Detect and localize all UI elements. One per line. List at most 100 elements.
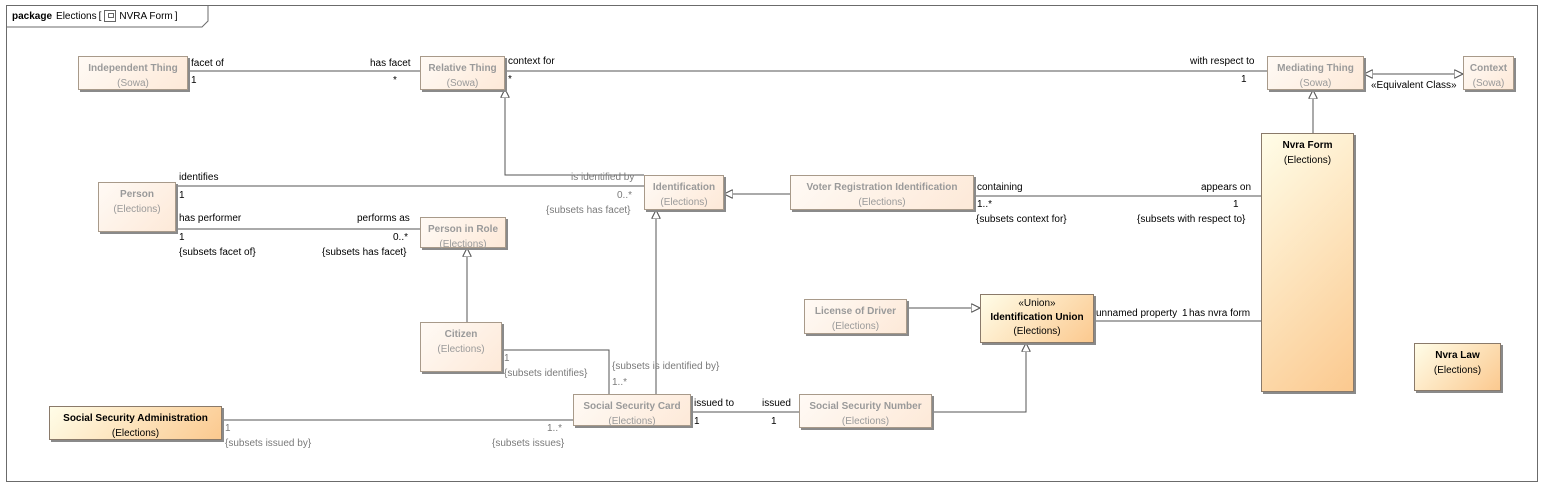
role-has-performer: has performer — [179, 213, 242, 224]
package-name: Elections — [56, 10, 97, 22]
class-package: (Elections) — [1433, 365, 1482, 376]
mult-issued-to: 1 — [694, 416, 700, 427]
class-context[interactable]: Context (Sowa) — [1463, 56, 1514, 90]
mult-containing: 1..* — [977, 199, 993, 210]
mult-is-identified-by: 0..* — [617, 190, 633, 201]
class-package: (Elections) — [608, 416, 656, 427]
class-package: (Sowa) — [446, 78, 479, 89]
mult-ssa: 1 — [225, 423, 231, 434]
class-package: (Sowa) — [1299, 78, 1332, 89]
mult-context-for: * — [508, 74, 512, 85]
mult-identifies: 1 — [179, 190, 185, 201]
class-relative-thing[interactable]: Relative Thing (Sowa) — [420, 56, 505, 90]
role-facet-of: facet of — [191, 58, 224, 69]
class-package: (Elections) — [1283, 155, 1332, 166]
equivalent-class-label: «Equivalent Class» — [1371, 80, 1457, 91]
class-package: (Elections) — [831, 321, 880, 332]
role-performs-as: performs as — [357, 213, 410, 224]
class-mediating-thing[interactable]: Mediating Thing (Sowa) — [1267, 56, 1364, 90]
role-issued-to: issued to — [694, 398, 735, 409]
mult-appears-on: 1 — [1233, 199, 1239, 210]
constraint-subsets-has-facet-2: {subsets has facet} — [322, 247, 407, 258]
role-appears-on: appears on — [1201, 182, 1252, 193]
class-name: Citizen — [444, 329, 478, 340]
class-package: (Elections) — [858, 197, 906, 208]
class-package: (Elections) — [437, 344, 485, 355]
constraint-subsets-has-facet-1: {subsets has facet} — [546, 205, 631, 216]
class-name: Nvra Form — [1282, 140, 1333, 151]
package-frame — [6, 5, 1538, 482]
class-name: Identification — [652, 182, 716, 193]
constraint-subsets-context-for: {subsets context for} — [976, 214, 1067, 225]
constraint-subsets-issues: {subsets issues} — [492, 438, 565, 449]
assoc-citizen-card — [502, 349, 610, 394]
class-stereotype: «Union» — [1018, 298, 1056, 309]
package-keyword: package — [12, 10, 53, 22]
diagram-name: NVRA Form — [119, 10, 173, 22]
class-package: (Elections) — [841, 416, 890, 427]
constraint-subsets-identifies: {subsets identifies} — [504, 368, 588, 379]
gen-ssn-union — [932, 343, 1026, 413]
mult-issues: 1..* — [547, 423, 563, 434]
class-nvra-law[interactable]: Nvra Law (Elections) — [1414, 343, 1501, 391]
class-name: Social Security Card — [583, 401, 681, 412]
class-name: Identification Union — [990, 312, 1084, 323]
class-package: (Elections) — [1013, 326, 1061, 337]
mult-facet-of: 1 — [191, 75, 197, 86]
class-license-of-driver[interactable]: License of Driver (Elections) — [804, 299, 907, 334]
class-name: Independent Thing — [88, 63, 178, 74]
class-person-in-role[interactable]: Person in Role (Elections) — [420, 217, 506, 250]
package-tab-outline — [6, 5, 209, 28]
role-identifies: identifies — [179, 172, 219, 183]
class-package: (Sowa) — [117, 78, 149, 89]
class-name: Person in Role — [427, 224, 498, 235]
package-bracket-close: ] — [174, 10, 178, 22]
role-context-for: context for — [508, 56, 555, 67]
class-package: (Elections) — [113, 204, 161, 215]
constraint-subsets-facet-of: {subsets facet of} — [179, 247, 256, 258]
class-name: Nvra Law — [1435, 350, 1480, 361]
mult-has-performer: 1 — [179, 232, 185, 243]
package-bracket-open: [ — [98, 10, 102, 22]
class-voter-registration-identification[interactable]: Voter Registration Identification (Elect… — [790, 175, 974, 210]
mult-issued: 1 — [771, 416, 777, 427]
role-unnamed-property: unnamed property — [1096, 308, 1178, 319]
class-name: Mediating Thing — [1277, 63, 1354, 74]
class-social-security-number[interactable]: Social Security Number (Elections) — [799, 394, 932, 428]
class-name: License of Driver — [814, 306, 897, 317]
constraint-subsets-issued-by: {subsets issued by} — [225, 438, 312, 449]
package-tab: package Elections [ NVRA Form ] — [6, 5, 184, 27]
mult-citizen: 1 — [504, 353, 510, 364]
class-package: (Elections) — [111, 428, 160, 439]
mult-with-respect-to: 1 — [1241, 74, 1247, 85]
class-nvra-form[interactable]: Nvra Form (Elections) — [1261, 133, 1354, 392]
class-name: Relative Thing — [428, 63, 497, 74]
class-person[interactable]: Person (Elections) — [98, 182, 176, 232]
mult-card-identified: 1..* — [612, 377, 628, 388]
mult-performs-as: 0..* — [393, 232, 409, 243]
constraint-subsets-with-respect-to: {subsets with respect to} — [1137, 214, 1246, 225]
class-social-security-administration[interactable]: Social Security Administration (Election… — [49, 406, 222, 440]
mult-has-facet: * — [393, 75, 397, 86]
role-containing: containing — [977, 182, 1023, 193]
role-with-respect-to: with respect to — [1190, 56, 1255, 67]
class-name: Social Security Administration — [63, 413, 208, 424]
role-issued: issued — [762, 398, 791, 409]
role-has-nvra-form: has nvra form — [1189, 308, 1251, 319]
class-name: Voter Registration Identification — [806, 182, 958, 193]
class-independent-thing[interactable]: Independent Thing (Sowa) — [78, 56, 188, 90]
class-identification[interactable]: Identification (Elections) — [644, 175, 724, 210]
class-name: Context — [1469, 63, 1508, 74]
role-is-identified-by: is identified by — [571, 172, 635, 183]
class-identification-union[interactable]: «Union» Identification Union (Elections) — [980, 294, 1094, 343]
class-name: Social Security Number — [809, 401, 922, 412]
class-citizen[interactable]: Citizen (Elections) — [420, 322, 502, 372]
class-social-security-card[interactable]: Social Security Card (Elections) — [573, 394, 691, 427]
class-package: (Elections) — [439, 239, 487, 250]
mult-unnamed-property: 1 — [1182, 308, 1188, 319]
class-package: (Elections) — [660, 197, 708, 208]
role-has-facet: has facet — [370, 58, 411, 69]
constraint-subsets-is-identified-by: {subsets is identified by} — [612, 361, 720, 372]
